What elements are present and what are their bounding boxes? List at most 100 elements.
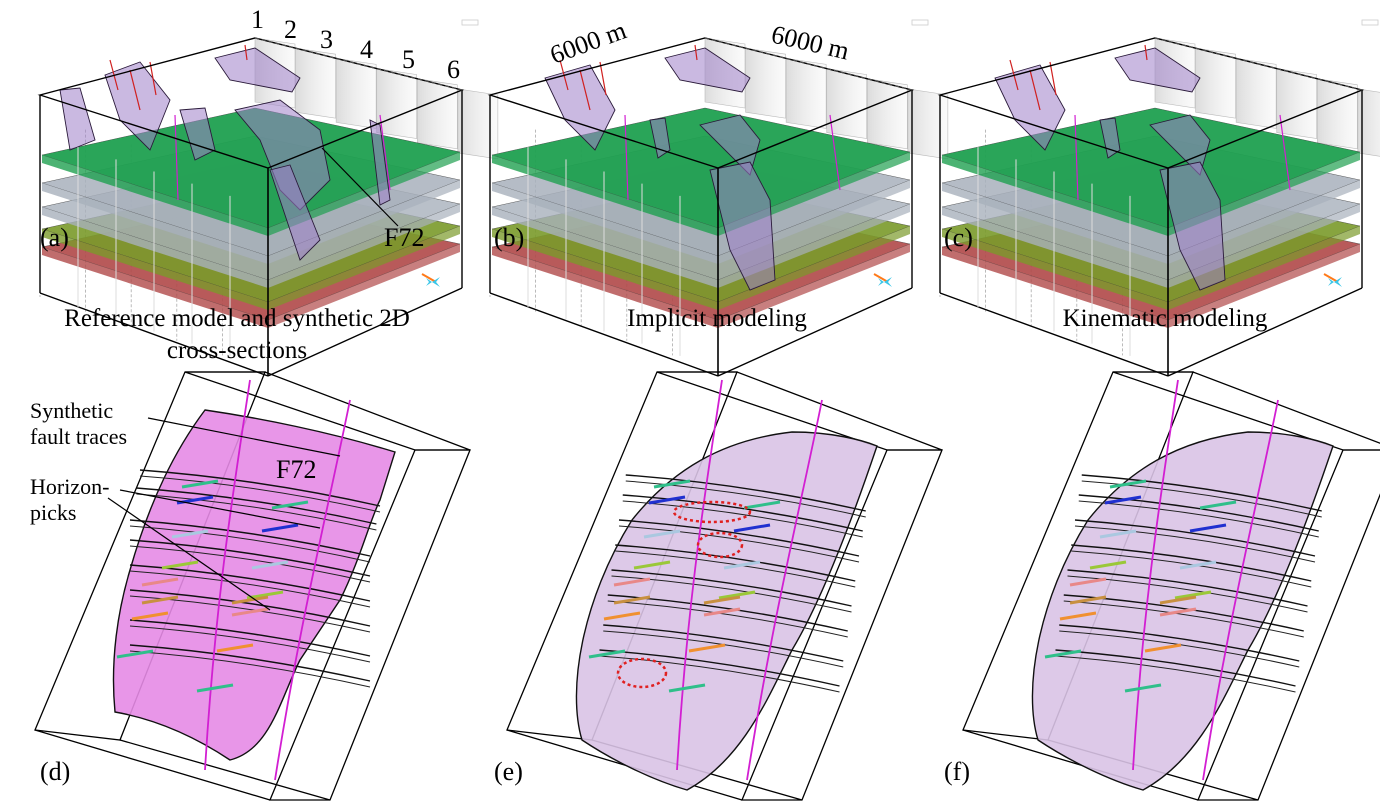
cross-section-slice xyxy=(1357,88,1380,157)
block-edge xyxy=(1167,287,1363,377)
horizon-pick xyxy=(251,560,289,570)
block-model-reference xyxy=(37,19,499,377)
horizon-intersection xyxy=(622,494,863,532)
horizon-edge xyxy=(1168,244,1360,328)
horizon-edge xyxy=(492,183,718,264)
fault-trace xyxy=(1074,114,1079,201)
fault-stick xyxy=(149,61,157,96)
scale-marker xyxy=(461,19,479,26)
horizon-pick xyxy=(1199,500,1237,510)
frame-face xyxy=(1112,371,1380,451)
horizon-intersection xyxy=(129,539,371,577)
leader-line-picks xyxy=(107,497,271,611)
fault-surface xyxy=(649,117,671,159)
scale-marker xyxy=(911,19,929,26)
synthetic-fault-trace xyxy=(1202,399,1279,781)
fault-surface xyxy=(1159,161,1226,291)
horizon-pick xyxy=(703,595,741,605)
horizon-pick xyxy=(723,560,761,570)
fault-surface-implicit xyxy=(506,371,943,801)
fault-label-f72-bottom: F72 xyxy=(276,455,316,484)
panel-letter-c: (c) xyxy=(944,223,973,252)
horizon-pick xyxy=(216,643,254,653)
synthetic-fault-trace xyxy=(676,379,723,771)
horizon-pick xyxy=(1179,560,1217,570)
fault-surface-reference xyxy=(34,371,471,801)
scale-marker xyxy=(1361,19,1379,26)
horizon-pick xyxy=(161,560,199,570)
horizon-pick xyxy=(653,479,691,489)
fault-stick xyxy=(579,69,591,111)
horizon-edge xyxy=(268,152,460,236)
fault-surface xyxy=(234,99,331,211)
horizon-pick xyxy=(588,649,626,659)
horizon-edge xyxy=(492,247,718,328)
horizon-intersection xyxy=(1055,655,1296,693)
compass-icon xyxy=(1323,273,1342,287)
horizon-pick xyxy=(1069,595,1107,605)
horizon-pick xyxy=(1189,523,1227,533)
horizon-edge xyxy=(942,207,1168,288)
fault-stick xyxy=(1144,44,1148,61)
horizon-pick xyxy=(131,611,169,621)
horizon-edge xyxy=(492,155,718,236)
horizon-edge xyxy=(492,207,718,288)
horizon-edge xyxy=(1168,226,1360,310)
horizon-edge xyxy=(492,229,718,310)
horizon-pick xyxy=(231,595,269,605)
frame-edge xyxy=(119,739,331,801)
section-number: 5 xyxy=(402,45,415,74)
horizon-intersection xyxy=(136,493,377,531)
horizon-intersection xyxy=(1063,600,1304,638)
horizon-edge xyxy=(942,183,1168,264)
horizon-intersection xyxy=(611,569,852,607)
block-edge-dashed xyxy=(704,37,913,91)
fault-trace xyxy=(379,114,391,191)
fault-surface xyxy=(214,47,301,93)
horizon-intersection xyxy=(1081,474,1322,512)
horizon-intersection xyxy=(625,480,866,518)
horizon-pick xyxy=(743,500,781,510)
block-edge xyxy=(717,287,913,377)
horizon-pick xyxy=(116,649,154,659)
horizon-pick xyxy=(718,590,756,600)
label-picks: picks xyxy=(30,500,76,525)
horizon-edge xyxy=(42,207,268,288)
cross-section-slice xyxy=(907,88,949,160)
horizon-intersection xyxy=(615,550,856,588)
horizon-pick xyxy=(648,495,686,505)
leader-line-picks xyxy=(119,489,321,529)
horizon-intersection xyxy=(139,475,381,513)
panel-letter-e: (e) xyxy=(494,757,523,786)
caption-a-line2: cross-sections xyxy=(167,337,307,364)
block-model-kinematic xyxy=(937,19,1380,377)
fault-surface xyxy=(664,47,751,93)
horizon-pick xyxy=(141,595,179,605)
fault-stick xyxy=(694,44,698,61)
horizon-intersection xyxy=(615,544,856,582)
horizon-intersection xyxy=(1055,649,1296,687)
horizon-intersection xyxy=(129,650,371,688)
horizon-intersection xyxy=(618,519,860,557)
horizon-intersection xyxy=(1059,624,1300,662)
cross-section-slice xyxy=(1316,78,1358,150)
fault-trace xyxy=(624,114,629,201)
frame-edge xyxy=(34,729,271,801)
horizon-pick xyxy=(271,500,309,510)
horizon-intersection xyxy=(611,575,852,613)
horizon-pick xyxy=(231,607,269,617)
horizon-pick xyxy=(633,560,671,570)
synthetic-fault-trace xyxy=(204,379,251,771)
cross-section-slice xyxy=(457,88,499,160)
block-edge-dashed xyxy=(254,37,463,91)
cross-section-slice xyxy=(826,68,868,139)
cross-section-slice xyxy=(745,47,786,119)
fault-surface xyxy=(369,119,391,206)
horizon-pick xyxy=(196,683,234,693)
horizon-intersection xyxy=(129,625,371,663)
horizon-intersection xyxy=(1067,575,1308,613)
horizon-intersection xyxy=(1081,480,1322,518)
fault-trace xyxy=(829,114,841,191)
horizon-edge xyxy=(942,229,1168,310)
block-edge xyxy=(267,287,463,377)
